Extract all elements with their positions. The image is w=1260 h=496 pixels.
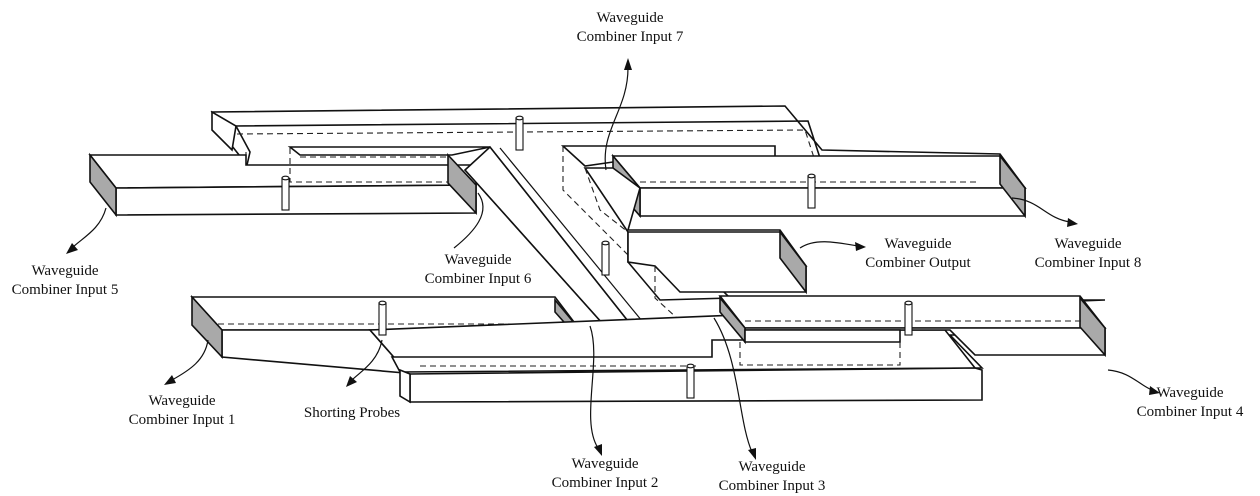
label-input2-line1: Waveguide <box>571 456 639 472</box>
output-waveguide <box>583 167 808 351</box>
label-input2: Waveguide Combiner Input 2 <box>535 455 675 493</box>
label-input7: Waveguide Combiner Input 7 <box>560 9 700 47</box>
input7-hidden-edge <box>562 146 629 256</box>
leader-lines <box>66 58 1160 460</box>
leader-input4 <box>1107 369 1153 391</box>
input6-arm-top <box>287 146 491 156</box>
label-input8: Waveguide Combiner Input 8 <box>1018 235 1158 273</box>
output-hidden-edge <box>584 167 629 233</box>
arrow-input7 <box>624 58 632 70</box>
lower-waveguide-assembly <box>190 294 1107 404</box>
label-input6-line2: Combiner Input 6 <box>424 271 532 287</box>
input1-port-face <box>191 294 223 360</box>
label-input1-line1: Waveguide <box>148 393 216 409</box>
label-input5-line2: Combiner Input 5 <box>11 282 119 298</box>
leader-input5 <box>71 207 107 249</box>
diagonal-feed-edge <box>489 146 644 341</box>
leader-input2 <box>589 325 599 449</box>
arrow-probes <box>346 376 357 387</box>
probe-5 <box>378 300 387 336</box>
label-input5-line1: Waveguide <box>31 263 99 279</box>
input5-port-face <box>89 152 117 218</box>
label-input3-line1: Waveguide <box>738 459 806 475</box>
leader-input3 <box>713 317 753 453</box>
arrow-input5 <box>66 243 78 254</box>
input6-hidden-edge <box>289 148 448 183</box>
upper-rail-face <box>211 110 237 152</box>
label-input4-line1: Waveguide <box>1156 385 1224 401</box>
probe-6 <box>904 300 913 336</box>
input8-arm-top <box>611 155 1027 189</box>
label-input8-line2: Combiner Input 8 <box>1034 255 1142 271</box>
arrow-input1 <box>164 375 176 385</box>
arrow-output <box>855 242 866 251</box>
leader-output <box>799 241 859 249</box>
lower-rail-face <box>409 367 983 403</box>
arrow-input4 <box>1149 386 1160 395</box>
upper-waveguide-assembly <box>88 105 1027 344</box>
label-input4-line2: Combiner Input 4 <box>1136 404 1244 420</box>
label-input3-line2: Combiner Input 3 <box>718 478 826 494</box>
leader-probes <box>351 339 383 381</box>
probe-2 <box>281 175 290 211</box>
lower-rail-end <box>399 368 411 404</box>
label-input8-line1: Waveguide <box>1054 236 1122 252</box>
arrow-input2 <box>594 444 602 456</box>
arrow-input3 <box>748 448 756 460</box>
label-input4: Waveguide Combiner Input 4 <box>1120 384 1260 422</box>
input6-port-face <box>447 152 477 216</box>
label-probes: Shorting Probes <box>290 404 414 423</box>
label-output: Waveguide Combiner Output <box>850 235 986 273</box>
label-input6: Waveguide Combiner Input 6 <box>408 251 548 289</box>
arrow-input8 <box>1067 218 1078 227</box>
label-output-line2: Combiner Output <box>865 255 971 271</box>
label-probes-text: Shorting Probes <box>303 405 401 421</box>
probe-7 <box>686 363 695 399</box>
label-input6-line1: Waveguide <box>444 252 512 268</box>
input8-port-face <box>999 153 1026 219</box>
label-input7-line1: Waveguide <box>596 10 664 26</box>
input3-hidden-edge <box>739 342 901 366</box>
probe-3 <box>807 173 816 209</box>
label-input2-line2: Combiner Input 2 <box>551 475 659 491</box>
diagonal-feed-edge-3 <box>499 147 657 339</box>
label-input1: Waveguide Combiner Input 1 <box>112 392 252 430</box>
label-input3: Waveguide Combiner Input 3 <box>702 458 842 496</box>
label-input1-line2: Combiner Input 1 <box>128 412 236 428</box>
leader-input8 <box>1011 197 1071 223</box>
probe-4 <box>601 240 610 276</box>
shorting-probes <box>281 115 913 399</box>
leader-input7 <box>604 67 629 171</box>
label-input7-line2: Combiner Input 7 <box>576 29 684 45</box>
diagonal-feed-edge-2 <box>464 169 621 344</box>
input5-arm-face <box>115 184 477 216</box>
output-port-face <box>779 229 807 295</box>
leader-input1 <box>171 339 209 381</box>
input4-port-face <box>1079 295 1106 358</box>
probe-1 <box>515 115 524 151</box>
leader-input6 <box>453 192 484 249</box>
input3-arm-top <box>744 329 901 343</box>
label-output-line1: Waveguide <box>884 236 952 252</box>
label-input5: Waveguide Combiner Input 5 <box>0 262 130 300</box>
input8-arm-face <box>639 187 1026 217</box>
